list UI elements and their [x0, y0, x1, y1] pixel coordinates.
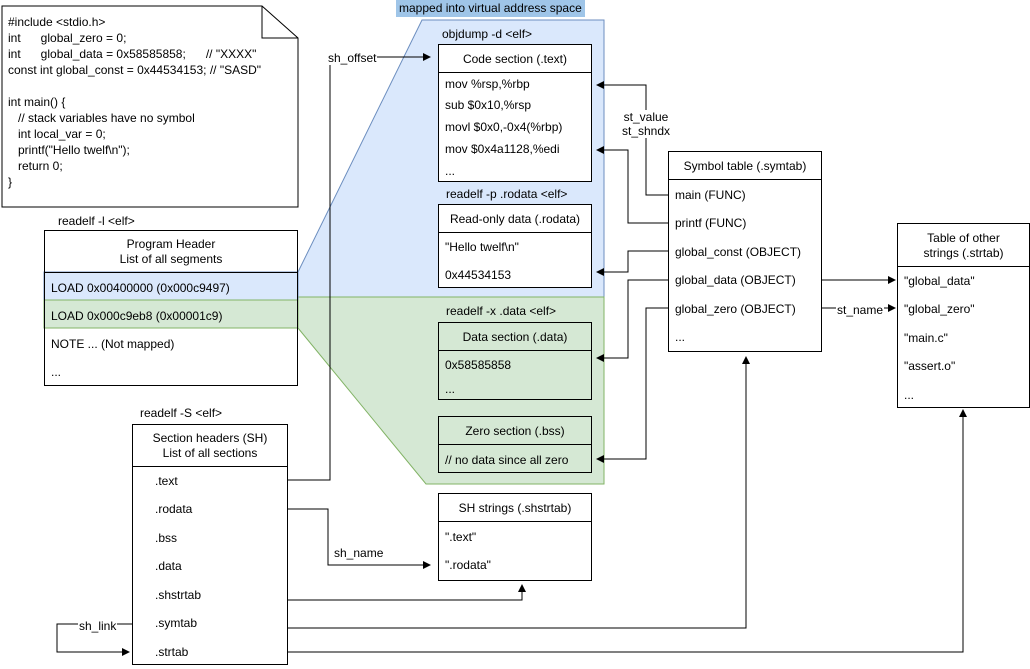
rodata-command: readelf -p .rodata <elf>	[446, 187, 568, 201]
section-headers-table: Section headers (SH) List of all section…	[132, 424, 288, 665]
label-st-name: st_name	[836, 303, 885, 317]
data-section-command: readelf -x .data <elf>	[446, 304, 557, 318]
program-header-row: LOAD 0x00400000 (0x000c9497)	[51, 281, 230, 295]
code-row: mov %rsp,%rbp	[445, 77, 530, 91]
symtab-table: Symbol table (.symtab) main (FUNC) print…	[668, 151, 822, 352]
strtab-table: Table of other strings (.strtab) "global…	[897, 223, 1030, 408]
section-row-rodata: .rodata	[155, 502, 193, 516]
source-code-line: // stack variables have no symbol	[8, 111, 195, 125]
strtab-title: Table of other	[927, 231, 1000, 245]
label-sh-offset: sh_offset	[327, 51, 378, 65]
code-section-command: objdump -d <elf>	[442, 27, 533, 41]
strtab-row: "assert.o"	[904, 359, 956, 373]
code-row: movl $0x0,-0x4(%rbp)	[445, 120, 563, 134]
shstrtab-row: ".text"	[445, 530, 477, 544]
bss-section-table: Zero section (.bss) // no data since all…	[438, 416, 592, 473]
source-code-line	[8, 78, 261, 94]
section-row-strtab: .strtab	[155, 645, 189, 659]
section-headers-subtitle: List of all sections	[162, 446, 258, 460]
bss-section-title: Zero section (.bss)	[465, 424, 565, 438]
label-st-value: st_value	[622, 110, 670, 124]
label-sh-link: sh_link	[78, 619, 118, 633]
source-code: #include <stdio.h> int global_zero = 0; in…	[8, 14, 261, 190]
code-row: ...	[445, 164, 456, 178]
section-headers-title: Section headers (SH)	[152, 431, 268, 445]
strtab-subtitle: strings (.strtab)	[923, 246, 1004, 260]
source-code-line: return 0;	[8, 159, 63, 173]
edge-global-const	[596, 250, 670, 276]
label-sh-name: sh_name	[333, 546, 385, 560]
symtab-row-more: ...	[675, 330, 686, 344]
symtab-row-global-data: global_data (OBJECT)	[675, 273, 796, 287]
source-code-line: int global_data = 0x58585858; // "XXXX"	[8, 47, 257, 61]
source-code-line: const int global_const = 0x44534153; // …	[8, 63, 262, 77]
program-header-title: Program Header	[126, 237, 216, 251]
strtab-row: ...	[904, 388, 915, 402]
shstrtab-row: ".rodata"	[445, 558, 491, 572]
edge-symtab-link	[288, 356, 750, 629]
section-headers-command: readelf -S <elf>	[140, 406, 223, 420]
symtab-row-printf: printf (FUNC)	[675, 216, 747, 230]
source-code-line: #include <stdio.h>	[8, 15, 106, 29]
strtab-row: "global_data"	[904, 274, 975, 288]
edge-global-data	[596, 279, 670, 362]
program-header-subtitle: List of all segments	[119, 252, 223, 266]
source-code-line: int global_zero = 0;	[8, 31, 127, 45]
strtab-row: "main.c"	[904, 331, 948, 345]
symtab-row-main: main (FUNC)	[675, 188, 746, 202]
edge-main-st-value	[596, 81, 670, 196]
data-section-table: Data section (.data) 0x58585858 ...	[438, 322, 592, 400]
code-row: sub $0x10,%rsp	[445, 98, 532, 112]
shstrtab-title: SH strings (.shstrtab)	[458, 501, 572, 515]
section-row-bss: .bss	[155, 531, 178, 545]
rodata-table: Read-only data (.rodata) "Hello twelf\n"…	[438, 204, 592, 288]
data-row: ...	[445, 382, 456, 396]
program-header-row: LOAD 0x000c9eb8 (0x00001c9)	[51, 309, 223, 323]
virtual-address-banner: mapped into virtual address space	[396, 0, 585, 17]
edge-sh-offset	[288, 53, 431, 481]
edge-shstrtab-link	[288, 584, 526, 601]
rodata-row: "Hello twelf\n"	[445, 240, 519, 254]
code-row: mov $0x4a1128,%edi	[445, 142, 560, 156]
section-row-symtab: .symtab	[155, 616, 198, 630]
program-header-command: readelf -l <elf>	[58, 214, 135, 228]
symtab-row-global-const: global_const (OBJECT)	[675, 245, 802, 259]
source-file-shape	[1, 5, 299, 208]
symtab-row-global-zero: global_zero (OBJECT)	[675, 302, 796, 316]
program-header-table: Program Header List of all segments LOAD…	[44, 230, 298, 386]
source-code-line: int local_var = 0;	[8, 127, 106, 141]
rodata-title: Read-only data (.rodata)	[449, 212, 581, 226]
shstrtab-table: SH strings (.shstrtab) ".text" ".rodata"	[438, 493, 592, 581]
data-section-title: Data section (.data)	[462, 330, 568, 344]
code-section-title: Code section (.text)	[462, 52, 568, 66]
data-row: 0x58585858	[445, 358, 512, 372]
program-header-row: NOTE ... (Not mapped)	[51, 337, 175, 351]
edge-sh-name	[288, 508, 431, 569]
source-code-line: int main() {	[8, 95, 66, 109]
rodata-row: 0x44534153	[445, 268, 512, 282]
source-code-line: printf("Hello twelf\n");	[8, 143, 130, 157]
symtab-title: Symbol table (.symtab)	[683, 159, 807, 173]
bss-row: // no data since all zero	[445, 453, 569, 467]
strtab-row: "global_zero"	[904, 302, 975, 316]
edge-strtab-link	[288, 409, 967, 653]
code-section-table: Code section (.text) mov %rsp,%rbp sub $…	[438, 44, 592, 182]
section-row-text: .text	[155, 474, 178, 488]
edge-global-zero	[596, 307, 670, 463]
edge-printf	[596, 146, 670, 224]
program-header-row: ...	[51, 365, 62, 379]
section-row-data: .data	[155, 559, 182, 573]
section-row-shstrtab: .shstrtab	[155, 588, 202, 602]
source-code-line: }	[8, 175, 13, 189]
label-st-shndx: st_shndx	[622, 124, 671, 138]
